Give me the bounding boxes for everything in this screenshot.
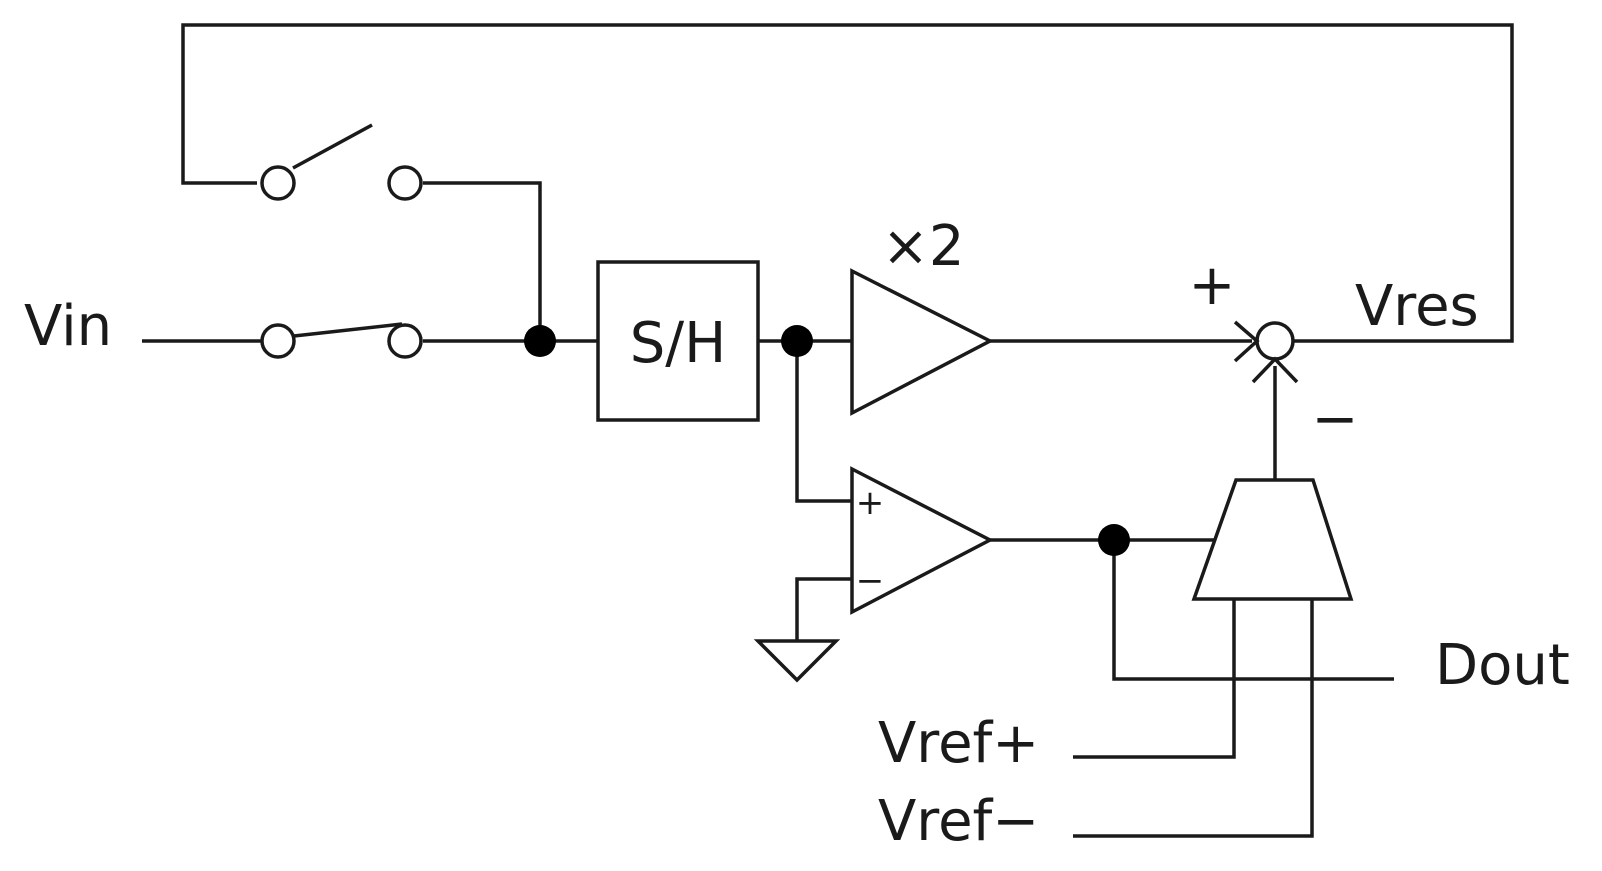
- vref-minus-wire: [1073, 599, 1314, 838]
- dout-label: Dout: [1435, 633, 1570, 698]
- sum-minus-label: −: [1312, 387, 1359, 452]
- sh-to-comparator-wire: [795, 341, 852, 503]
- gain-label: ×2: [882, 214, 965, 279]
- ground-symbol: [753, 639, 841, 683]
- sum-plus-label: +: [1189, 253, 1236, 318]
- summing-node: [1255, 321, 1295, 361]
- comparator-minus-label: −: [856, 561, 885, 601]
- reference-mux: [1191, 478, 1354, 601]
- input-switch-right-contact: [387, 323, 423, 359]
- vref-plus-label: Vref+: [878, 711, 1039, 776]
- comparator-plus-label: +: [856, 483, 885, 523]
- comparator-ground-wire: [795, 577, 852, 641]
- input-switch-blade: [293, 322, 403, 338]
- dout-wire: [1112, 540, 1394, 681]
- sum-minus-arrow-icon: [1251, 356, 1299, 384]
- input-node-dot: [524, 325, 556, 357]
- vref-minus-label: Vref−: [878, 789, 1039, 854]
- sample-hold-label: S/H: [630, 311, 727, 376]
- feedback-switch-left-contact: [260, 165, 296, 201]
- vref-plus-wire: [1073, 599, 1236, 759]
- gain-amplifier: [850, 268, 994, 416]
- vres-label: Vres: [1355, 274, 1479, 339]
- vin-label: Vin: [24, 294, 112, 359]
- comparator: [850, 466, 994, 615]
- feedback-to-node-wire: [423, 181, 542, 341]
- feedback-wire: [181, 23, 1514, 343]
- comparator-output-node-dot: [1098, 524, 1130, 556]
- sum-plus-arrow-icon: [1233, 320, 1260, 363]
- sh-output-node-dot: [781, 325, 813, 357]
- feedback-switch-blade: [292, 123, 373, 170]
- sample-hold-block: [596, 260, 760, 422]
- input-switch-left-contact: [260, 323, 296, 359]
- feedback-switch-right-contact: [387, 165, 423, 201]
